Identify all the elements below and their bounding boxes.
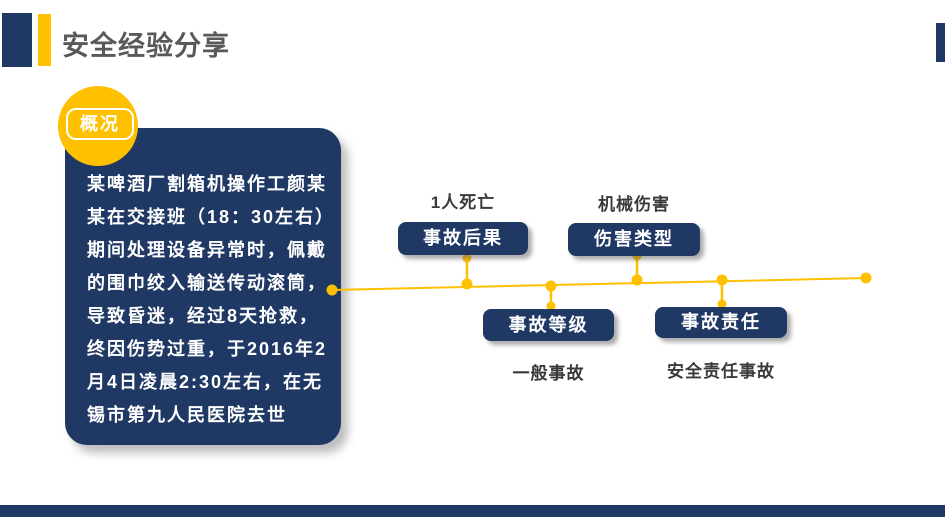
overview-badge-label: 概况 xyxy=(66,108,134,140)
overview-line: 锡市第九人民医院去世 xyxy=(87,405,287,425)
overview-line: 某啤酒厂割箱机操作工颜某 xyxy=(87,174,327,194)
timeline-button-accident-responsibility[interactable]: 事故责任 xyxy=(655,307,787,338)
overview-line: 终因伤势过重，于2016年2 xyxy=(87,339,328,359)
page-title: 安全经验分享 xyxy=(62,31,230,61)
timeline-button-accident-result[interactable]: 事故后果 xyxy=(398,222,528,255)
overview-box: 某啤酒厂割箱机操作工颜某 某在交接班（18：30左右） 期间处理设备异常时，佩戴… xyxy=(65,128,341,445)
timeline-value-accident-responsibility: 安全责任事故 xyxy=(667,362,775,381)
overview-text: 某啤酒厂割箱机操作工颜某 某在交接班（18：30左右） 期间处理设备异常时，佩戴… xyxy=(87,168,335,432)
overview-line: 某在交接班（18：30左右） xyxy=(87,207,336,227)
overview-badge-circle: 概况 xyxy=(58,86,138,166)
timeline-button-accident-level[interactable]: 事故等级 xyxy=(483,309,614,341)
overview-line: 月4日凌晨2:30左右，在无 xyxy=(87,372,324,392)
timeline-button-injury-type[interactable]: 伤害类型 xyxy=(568,223,700,256)
header-gold-bar xyxy=(38,14,51,66)
timeline-value-accident-level: 一般事故 xyxy=(512,364,585,383)
header-navy-square xyxy=(2,13,32,67)
top-right-accent-bar xyxy=(936,23,945,62)
timeline-value-accident-result: 1人死亡 xyxy=(430,193,496,212)
timeline-value-injury-type: 机械伤害 xyxy=(598,195,670,214)
overview-line: 导致昏迷，经过8天抢救， xyxy=(87,306,320,326)
overview-line: 期间处理设备异常时，佩戴 xyxy=(87,240,327,260)
bottom-accent-bar xyxy=(0,505,945,517)
overview-line: 的围巾绞入输送传动滚筒， xyxy=(87,273,327,293)
